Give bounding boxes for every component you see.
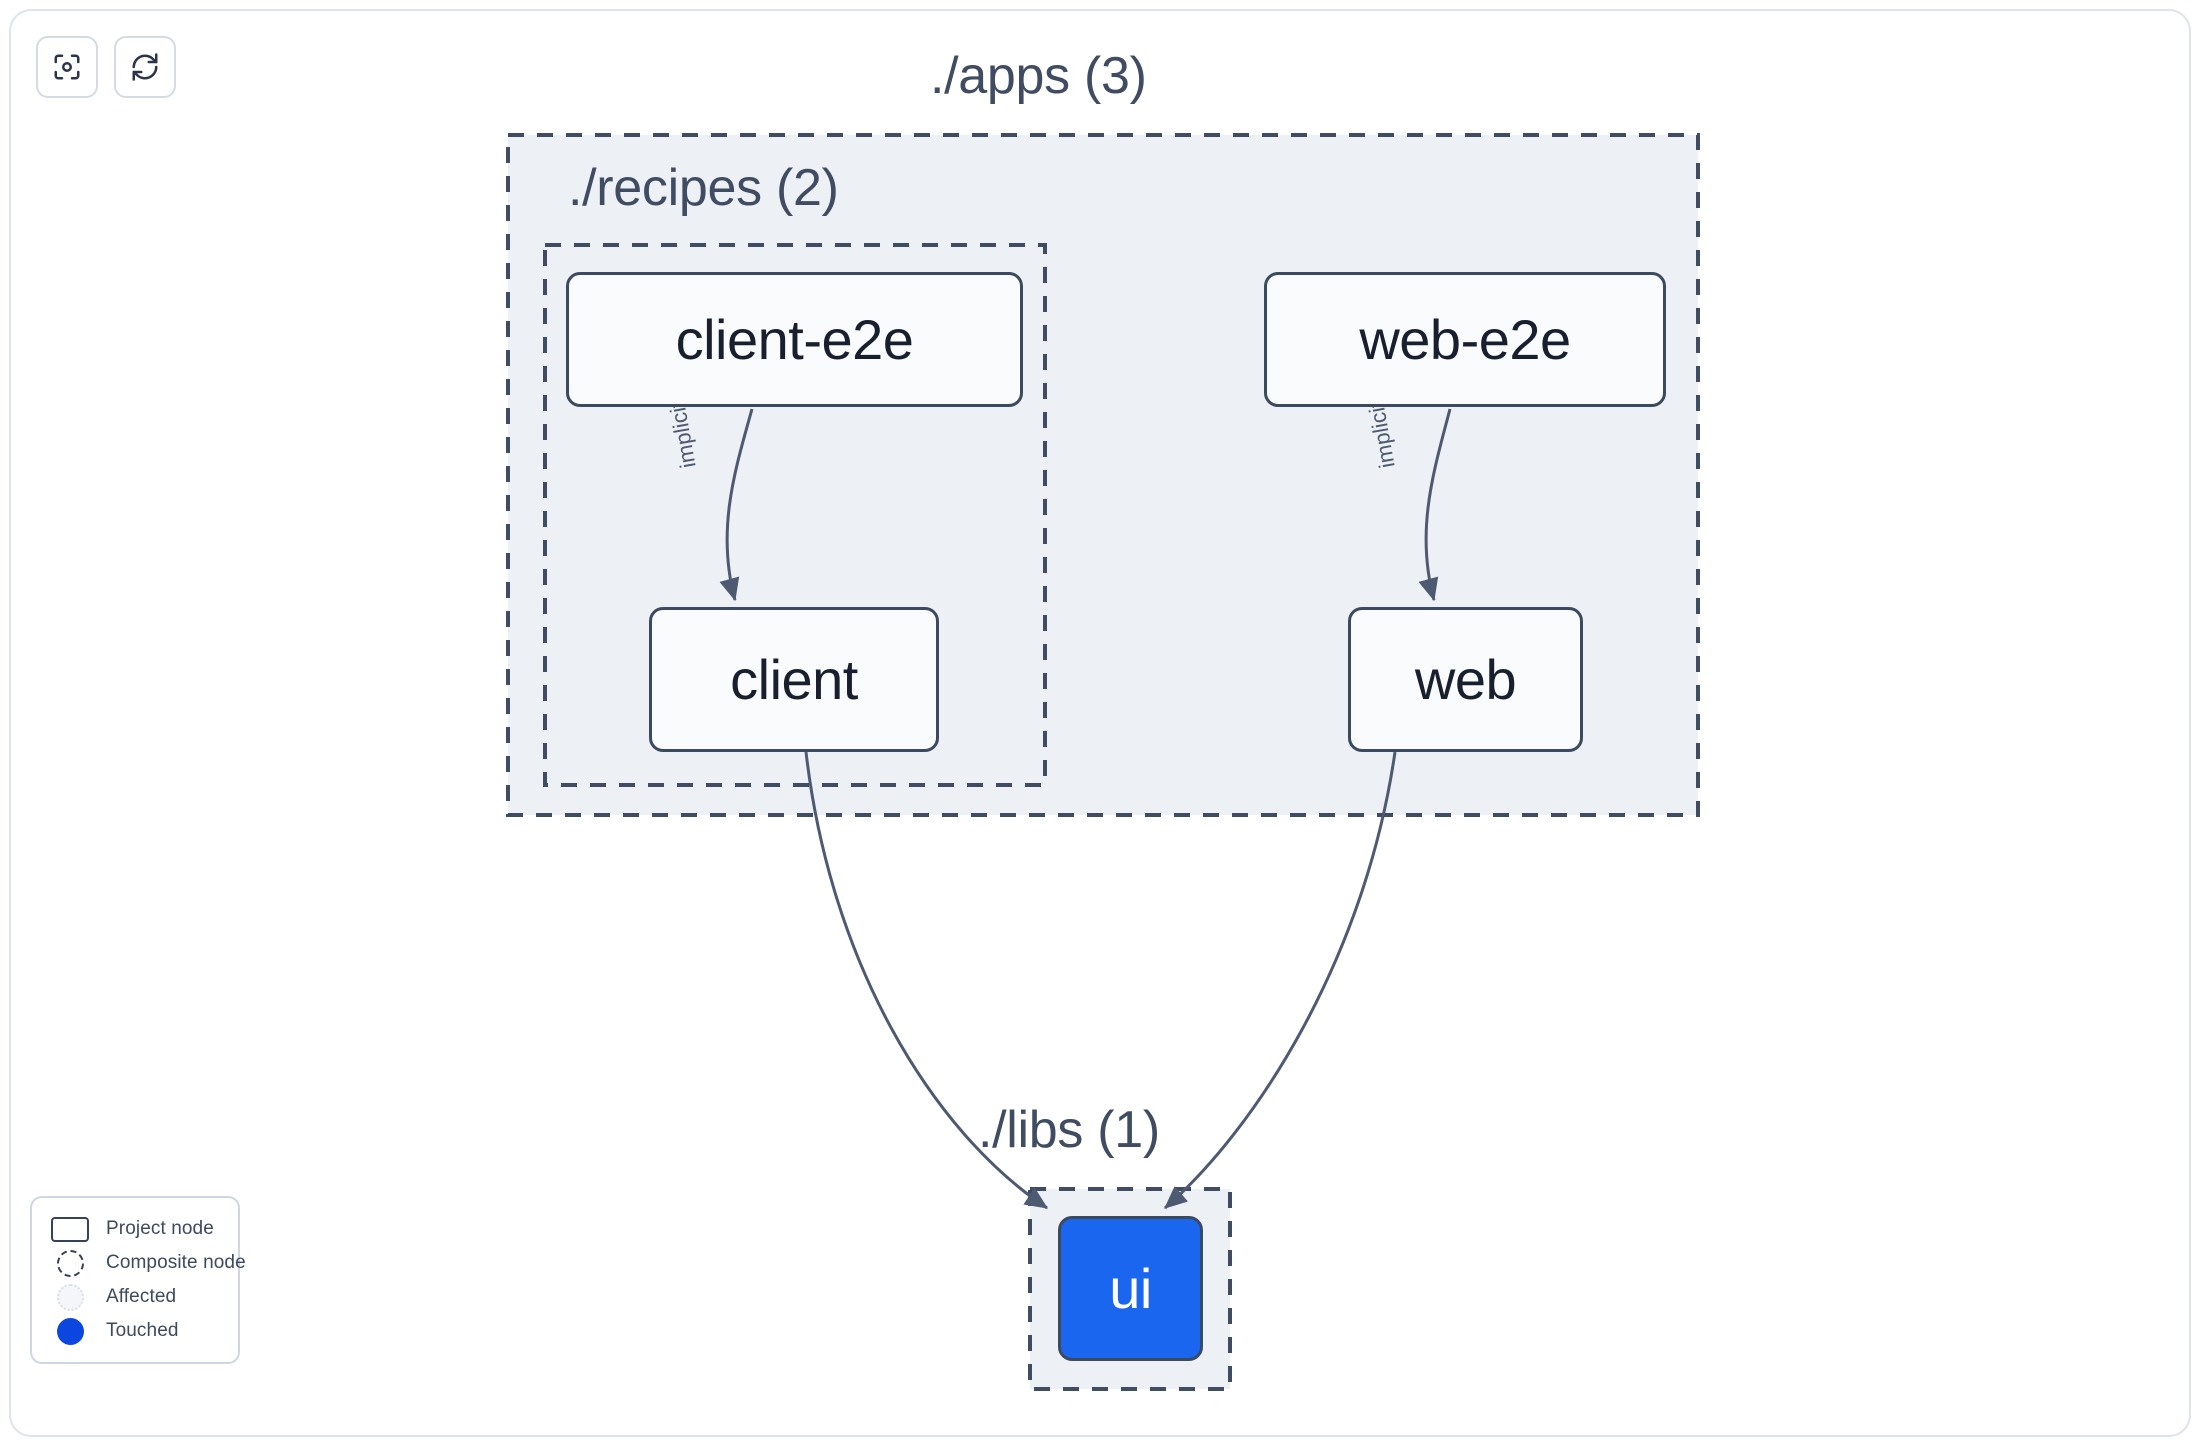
project-node-label: web [1414, 647, 1517, 711]
legend-item-label: Project node [106, 1218, 214, 1239]
project-node-label: client [730, 647, 858, 711]
graph-toolbar [36, 36, 176, 98]
refresh-icon [130, 52, 160, 82]
legend-item-project-node: Project node [48, 1212, 222, 1246]
focus-graph-button[interactable] [36, 36, 98, 98]
project-node-web-e2e[interactable]: web-e2e [1264, 272, 1666, 407]
edge-web-e2e-to-web[interactable] [1418, 408, 1452, 602]
project-node-web[interactable]: web [1348, 607, 1583, 752]
project-node-swatch-icon [48, 1216, 92, 1242]
edge-client-to-ui[interactable] [804, 751, 1048, 1210]
legend-item-touched: Touched [48, 1314, 222, 1348]
project-node-label: web-e2e [1359, 307, 1571, 371]
project-node-label: ui [1109, 1256, 1152, 1320]
legend-item-composite-node: Composite node [48, 1246, 246, 1280]
group-label-apps: ./apps (3) [930, 47, 1147, 105]
legend-item-label: Touched [106, 1320, 179, 1341]
touched-swatch-icon [48, 1317, 92, 1345]
refresh-graph-button[interactable] [114, 36, 176, 98]
project-node-label: client-e2e [675, 307, 914, 371]
group-label-libs: ./libs (1) [978, 1101, 1160, 1159]
project-node-client-e2e[interactable]: client-e2e [566, 272, 1023, 407]
group-label-recipes: ./recipes (2) [568, 159, 839, 217]
legend-item-affected: Affected [48, 1280, 222, 1314]
project-node-client[interactable]: client [649, 607, 939, 752]
legend-item-label: Composite node [106, 1252, 246, 1273]
composite-node-swatch-icon [48, 1249, 92, 1277]
legend-item-label: Affected [106, 1286, 177, 1307]
project-node-ui[interactable]: ui [1058, 1216, 1203, 1361]
graph-edges [719, 408, 1452, 1210]
edge-web-to-ui[interactable] [1164, 751, 1397, 1210]
focus-scan-icon [52, 52, 82, 82]
affected-swatch-icon [48, 1283, 92, 1311]
graph-legend: Project node Composite node Affected Tou… [30, 1196, 246, 1364]
edge-client-e2e-to-client[interactable] [719, 408, 754, 602]
